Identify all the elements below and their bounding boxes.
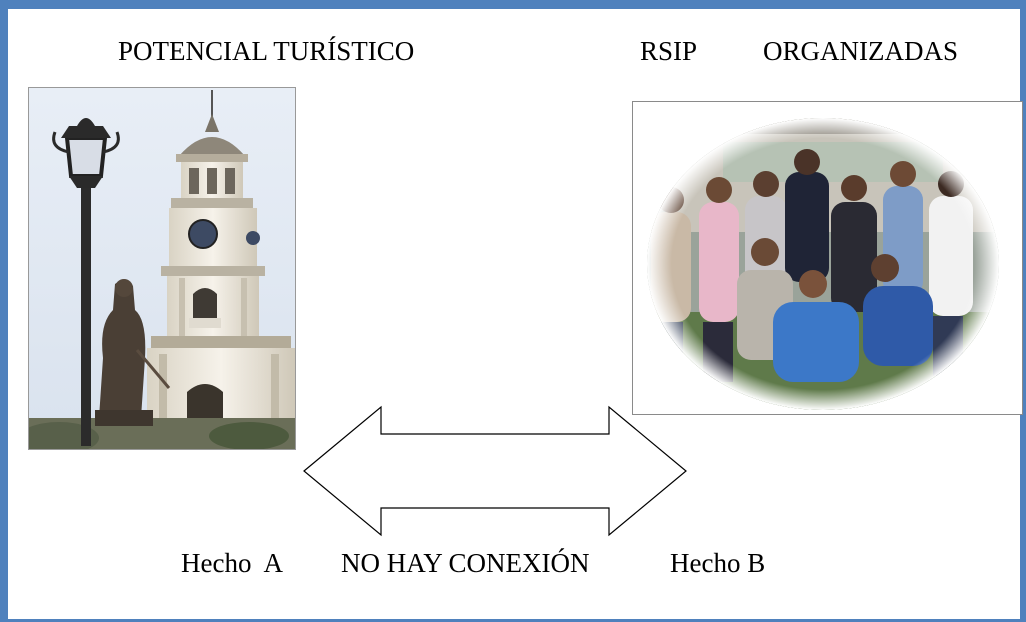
clock-tower-illustration	[29, 88, 295, 449]
clock-tower-photo	[28, 87, 296, 450]
fact-a-label: Hecho A	[181, 548, 283, 578]
double-arrow-icon	[303, 405, 687, 537]
title-rsip: RSIP	[640, 36, 698, 66]
no-connection-label: NO HAY CONEXIÓN	[341, 548, 590, 578]
group-photo	[632, 101, 1023, 415]
fact-b-label: Hecho B	[670, 548, 766, 578]
title-potencial-turistico: POTENCIAL TURÍSTICO	[118, 36, 415, 66]
group-photo-illustration	[633, 102, 1022, 414]
title-organizadas: ORGANIZADAS	[763, 36, 958, 66]
